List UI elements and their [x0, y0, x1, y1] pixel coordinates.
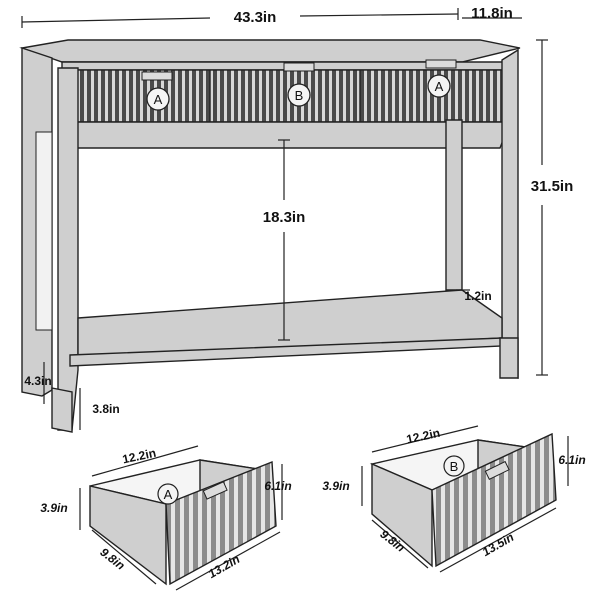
drawer-label-center: B — [295, 88, 304, 103]
drawer-label-circle-left — [146, 87, 170, 111]
drawer-b-label: B — [450, 459, 459, 474]
drawer-a-inner-height: 3.9in — [40, 501, 67, 515]
drawer-a-label-circle — [157, 483, 179, 505]
dim-depth: 11.8in — [471, 5, 513, 22]
drawer-label-circle-center — [287, 83, 311, 107]
drawer-rail — [62, 121, 512, 149]
drawer-pull-center — [283, 62, 315, 72]
drawer-b-bottom — [371, 462, 433, 568]
leg-back-right — [445, 119, 463, 291]
drawer-label-right: A — [435, 79, 444, 94]
table-top — [19, 39, 521, 63]
drawer-pull-left — [141, 71, 173, 81]
dim-height: 31.5in — [531, 178, 574, 195]
drawer-b-pull — [484, 460, 510, 480]
drawer-b-front-height: 6.1in — [558, 453, 585, 467]
console-table: A B A — [19, 39, 521, 433]
leg-front-left-inner — [57, 67, 79, 431]
dim-shelf-gap: 18.3in — [263, 209, 306, 226]
dim-leg-height: 4.3in — [24, 374, 51, 388]
drawer-pull-right — [425, 59, 457, 69]
drawer-b-detail: B 12.2in 3.9in 6.1in 9.8in 13.5in — [322, 425, 586, 573]
drawer-a-bottom — [89, 485, 167, 586]
dim-shelf-offset: 1.2in — [464, 289, 491, 303]
leg-front-right — [501, 48, 519, 379]
leg-left-panel — [35, 131, 53, 331]
dim-width: 43.3in — [234, 9, 277, 26]
drawer-a-detail: A 12.2in 3.9in 6.1in 9.8in 13.2in — [40, 445, 292, 591]
dim-leg-clearance: 3.8in — [92, 402, 119, 416]
drawer-a-pull — [202, 481, 228, 500]
drawer-label-left: A — [154, 92, 163, 107]
drawer-b-label-circle — [443, 455, 465, 477]
drawer-b-width: 12.2in — [405, 426, 441, 447]
dimension-lines: 43.3in 11.8in 31.5in 18.3in 1.2in 4.3in … — [21, 5, 574, 430]
foot-left — [51, 387, 73, 433]
drawer-a-front-height: 6.1in — [264, 479, 291, 493]
drawer-b-inner-height: 3.9in — [322, 479, 349, 493]
foot-right — [499, 337, 519, 379]
drawer-b-front — [431, 432, 557, 568]
drawer-a-label: A — [164, 487, 173, 502]
drawer-a-front — [165, 460, 277, 586]
drawer-label-circle-right — [427, 74, 451, 98]
drawer-a-width: 12.2in — [121, 446, 157, 467]
